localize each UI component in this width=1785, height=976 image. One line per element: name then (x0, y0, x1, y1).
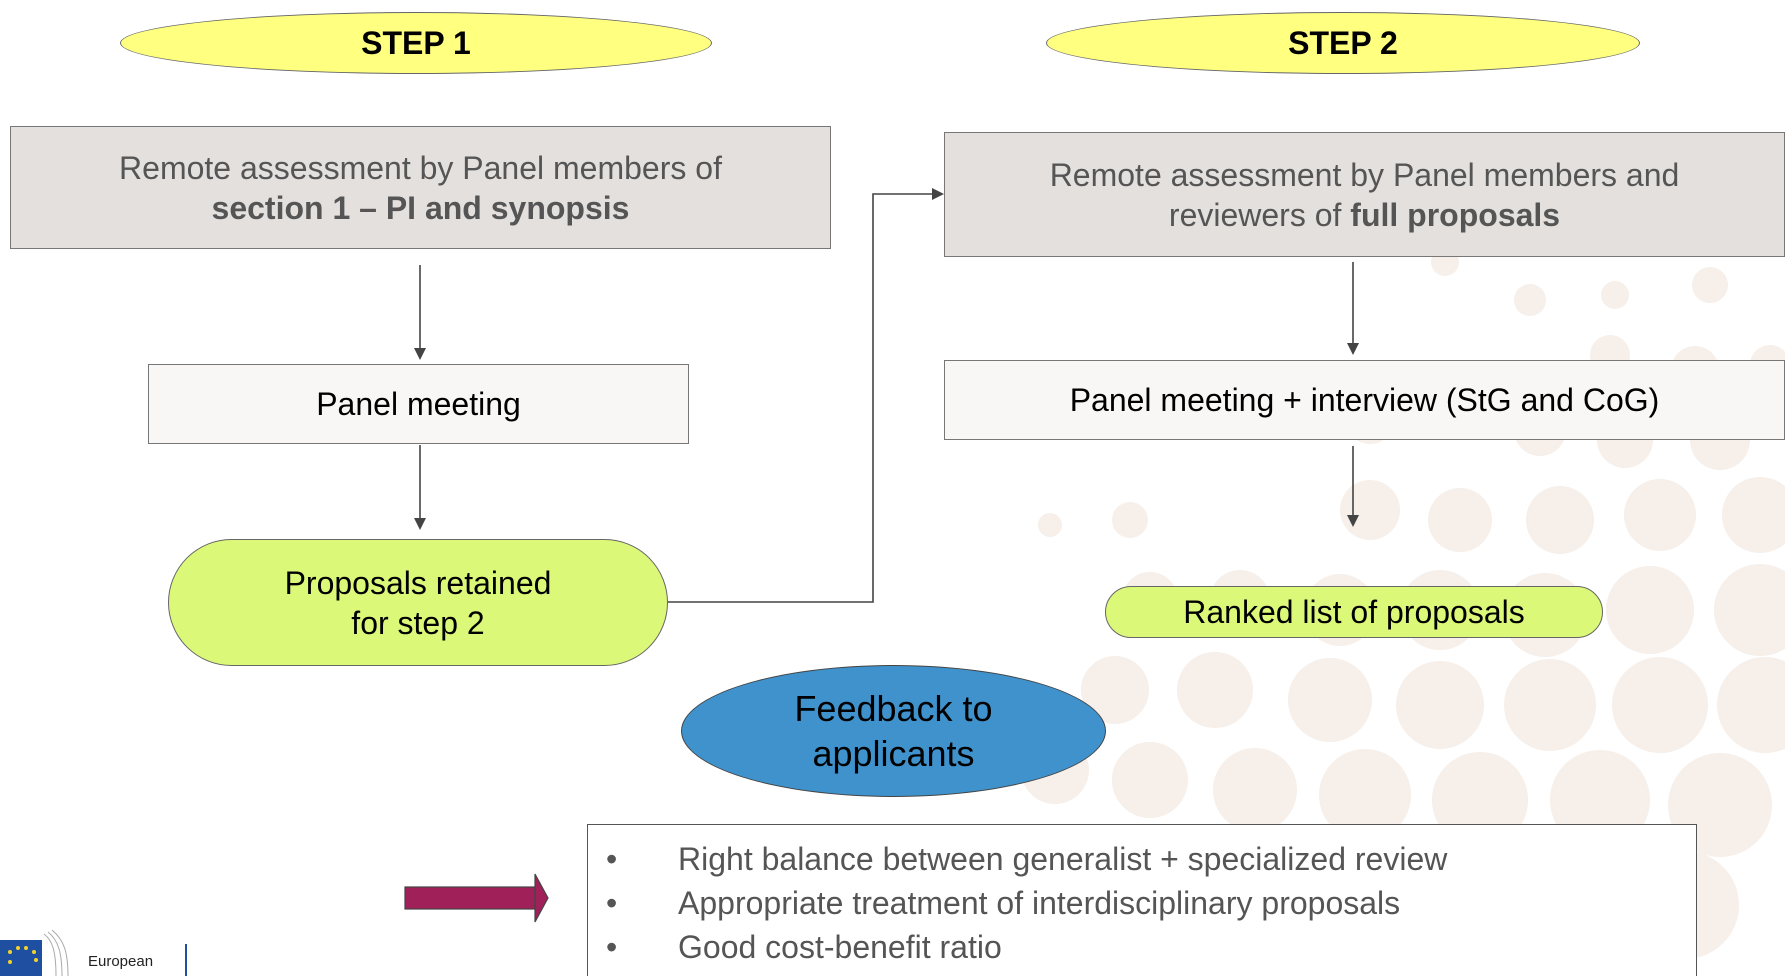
benefit-text: Appropriate treatment of interdisciplina… (678, 885, 1401, 921)
proposals-retained-box: Proposals retained for step 2 (168, 539, 668, 666)
benefits-box: • Right balance between generalist + spec… (587, 824, 1697, 976)
proposals-retained-line2: for step 2 (351, 604, 485, 641)
step1-panel-meeting-box: Panel meeting (148, 364, 689, 444)
feedback-line1: Feedback to (794, 688, 993, 729)
step2-remote-assessment-box: Remote assessment by Panel members and r… (944, 132, 1785, 257)
feedback-line2: applicants (812, 733, 975, 774)
ranked-list-box: Ranked list of proposals (1105, 586, 1603, 638)
step2-remote-line2: reviewers of full proposals (1169, 195, 1560, 235)
step2-remote-line1: Remote assessment by Panel members and (1049, 156, 1680, 193)
bullet-icon: • (606, 929, 618, 965)
benefit-text: Good cost-benefit ratio (678, 929, 1002, 965)
magenta-arrow-icon (404, 873, 549, 923)
step1-panel-meeting-text: Panel meeting (316, 385, 521, 422)
step1-label: STEP 1 (120, 12, 712, 74)
european-commission-logo-icon (0, 930, 187, 976)
bullet-icon: • (606, 841, 618, 877)
step2-text: STEP 2 (1288, 24, 1398, 61)
step2-label: STEP 2 (1046, 12, 1640, 74)
step1-text: STEP 1 (361, 24, 471, 61)
benefit-item: • Right balance between generalist + spec… (588, 837, 1696, 881)
step2-remote-bold: full proposals (1350, 196, 1561, 233)
benefit-text: Right balance between generalist + speci… (678, 841, 1448, 877)
step2-remote-prefix: reviewers of (1168, 196, 1351, 233)
arrow-retained-to-step2 (668, 188, 944, 603)
step1-remote-line1: Remote assessment by Panel members of (119, 149, 722, 186)
ranked-list-text: Ranked list of proposals (1183, 594, 1525, 630)
feedback-oval: Feedback to applicants (681, 665, 1106, 797)
benefit-item: • Appropriate treatment of interdisciplin… (588, 881, 1696, 925)
step1-remote-line2: section 1 – PI and synopsis (211, 189, 630, 226)
benefit-item: • Good cost-benefit ratio (588, 925, 1696, 969)
proposals-retained-line1: Proposals retained (284, 564, 552, 601)
logo-text: European (88, 953, 154, 970)
bullet-icon: • (606, 885, 618, 921)
step1-remote-assessment-box: Remote assessment by Panel members of se… (10, 126, 831, 249)
benefits-list: • Right balance between generalist + spec… (588, 825, 1696, 969)
step2-panel-meeting-box: Panel meeting + interview (StG and CoG) (944, 360, 1785, 440)
step2-panel-meeting-text: Panel meeting + interview (StG and CoG) (1069, 381, 1660, 418)
